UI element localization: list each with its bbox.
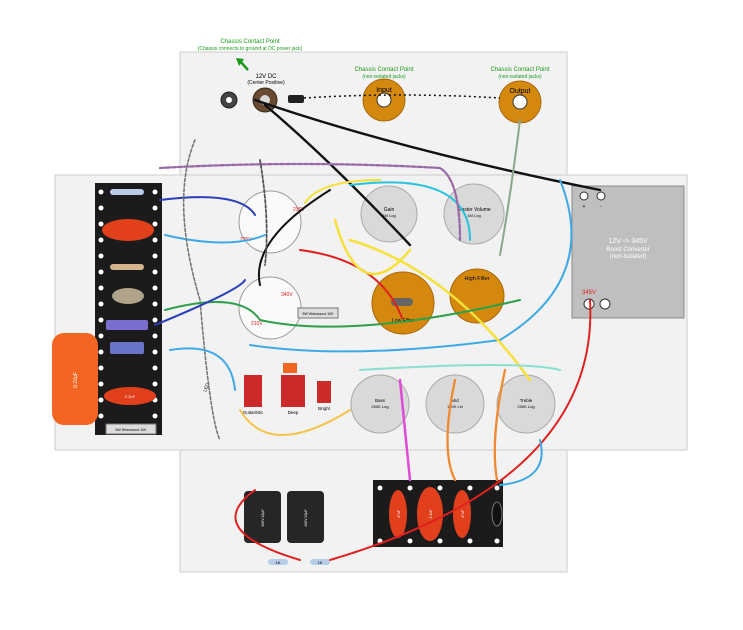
svg-text:2.2nF: 2.2nF bbox=[125, 394, 136, 399]
input-jack: Input bbox=[362, 78, 406, 122]
svg-text:(non-isolated jacks): (non-isolated jacks) bbox=[362, 74, 406, 80]
svg-text:12V -> 345V: 12V -> 345V bbox=[608, 238, 647, 245]
svg-text:5W Wirewound 10K: 5W Wirewound 10K bbox=[116, 428, 148, 432]
svg-text:1K: 1K bbox=[318, 560, 323, 565]
master-volume-pot: Master Volume 1M Log bbox=[443, 183, 505, 245]
led-label: LED bbox=[202, 382, 210, 393]
svg-text:Deep: Deep bbox=[288, 410, 299, 415]
deep-switch: Deep bbox=[281, 363, 305, 415]
svg-text:0.22µF: 0.22µF bbox=[73, 372, 79, 388]
svg-text:250K Log: 250K Log bbox=[517, 404, 534, 409]
svg-text:Boost Converter: Boost Converter bbox=[606, 247, 649, 253]
svg-text:Chassis Contact Point: Chassis Contact Point bbox=[490, 67, 549, 73]
high-filter-switch: High Filter bbox=[449, 268, 505, 324]
treble-pot: Treble 250K Log bbox=[496, 374, 556, 434]
svg-text:5W Wirewound 10K: 5W Wirewound 10K bbox=[303, 312, 335, 316]
svg-text:400V 22µF: 400V 22µF bbox=[304, 509, 308, 526]
wirewound-resistor bbox=[297, 307, 339, 319]
svg-text:(non-isolated): (non-isolated) bbox=[610, 254, 647, 260]
svg-text:(Center Positive): (Center Positive) bbox=[247, 80, 285, 86]
svg-text:(non-isolated jacks): (non-isolated jacks) bbox=[498, 74, 542, 80]
svg-text:Output: Output bbox=[509, 88, 530, 95]
chassis-contact-input-label: Chassis Contact Point (non-isolated jack… bbox=[354, 67, 413, 80]
coupling-cap-022: 0.22µF bbox=[52, 333, 98, 425]
svg-text:236V: 236V bbox=[293, 207, 305, 213]
svg-text:47nF: 47nF bbox=[397, 510, 401, 518]
wiring-harness bbox=[154, 98, 602, 561]
svg-text:-: - bbox=[600, 204, 602, 210]
bass-pot: Bass 250K Log bbox=[350, 374, 410, 434]
svg-text:High Filter: High Filter bbox=[464, 276, 489, 282]
guitar-mic-switch: Guitar/Mic bbox=[243, 375, 264, 415]
output-jack: Output bbox=[498, 80, 542, 124]
svg-text:1K: 1K bbox=[276, 560, 281, 565]
svg-text:Treble: Treble bbox=[520, 398, 533, 403]
svg-text:12V DC: 12V DC bbox=[255, 74, 277, 80]
dropping-resistors: 1K 1K bbox=[268, 559, 330, 565]
boost-converter: + - 12V -> 345V Boost Converter (non-iso… bbox=[571, 185, 685, 319]
svg-text:Gain: Gain bbox=[384, 207, 395, 213]
svg-text:2.2nF: 2.2nF bbox=[429, 510, 433, 519]
svg-text:400V 22µF: 400V 22µF bbox=[261, 509, 265, 526]
svg-text:Input: Input bbox=[376, 87, 392, 94]
svg-text:Guitar/Mic: Guitar/Mic bbox=[243, 410, 264, 415]
svg-text:Mid: Mid bbox=[451, 398, 459, 403]
svg-text:340V: 340V bbox=[281, 292, 293, 298]
svg-text:(Chassis connects to ground at: (Chassis connects to ground at DC power … bbox=[198, 46, 303, 52]
tone-stack-board: 47nF 2.2nF 47nF bbox=[373, 480, 503, 547]
svg-text:Bright: Bright bbox=[318, 406, 331, 411]
svg-text:Bass: Bass bbox=[375, 398, 386, 403]
left-turret-board: 2.2nF 5W Wirewound 10K bbox=[95, 183, 162, 435]
svg-text:1M Log: 1M Log bbox=[467, 213, 480, 218]
input-output-shield-wire bbox=[303, 94, 501, 99]
svg-text:+: + bbox=[583, 204, 586, 210]
svg-text:Chassis Contact Point: Chassis Contact Point bbox=[354, 67, 413, 73]
chassis-contact-output-label: Chassis Contact Point (non-isolated jack… bbox=[490, 67, 549, 80]
svg-text:1M Log: 1M Log bbox=[382, 213, 395, 218]
svg-text:250K Log: 250K Log bbox=[371, 404, 388, 409]
svg-text:47nF: 47nF bbox=[461, 510, 465, 518]
filter-cap-2: 400V 22µF bbox=[287, 491, 324, 543]
filter-cap-1: 400V 22µF bbox=[244, 491, 281, 543]
svg-text:210V: 210V bbox=[251, 321, 263, 327]
mid-pot: Mid 100K Lin bbox=[425, 374, 485, 434]
chassis-contact-main-label: Chassis Contact Point (Chassis connects … bbox=[198, 39, 303, 52]
svg-text:345V: 345V bbox=[582, 290, 596, 296]
svg-text:100K Lin: 100K Lin bbox=[447, 404, 463, 409]
bright-switch: Bright bbox=[317, 381, 331, 411]
svg-text:Chassis Contact Point: Chassis Contact Point bbox=[220, 39, 279, 45]
svg-text:Master Volume: Master Volume bbox=[457, 207, 491, 213]
gain-pot: Gain 1M Log bbox=[360, 185, 418, 243]
